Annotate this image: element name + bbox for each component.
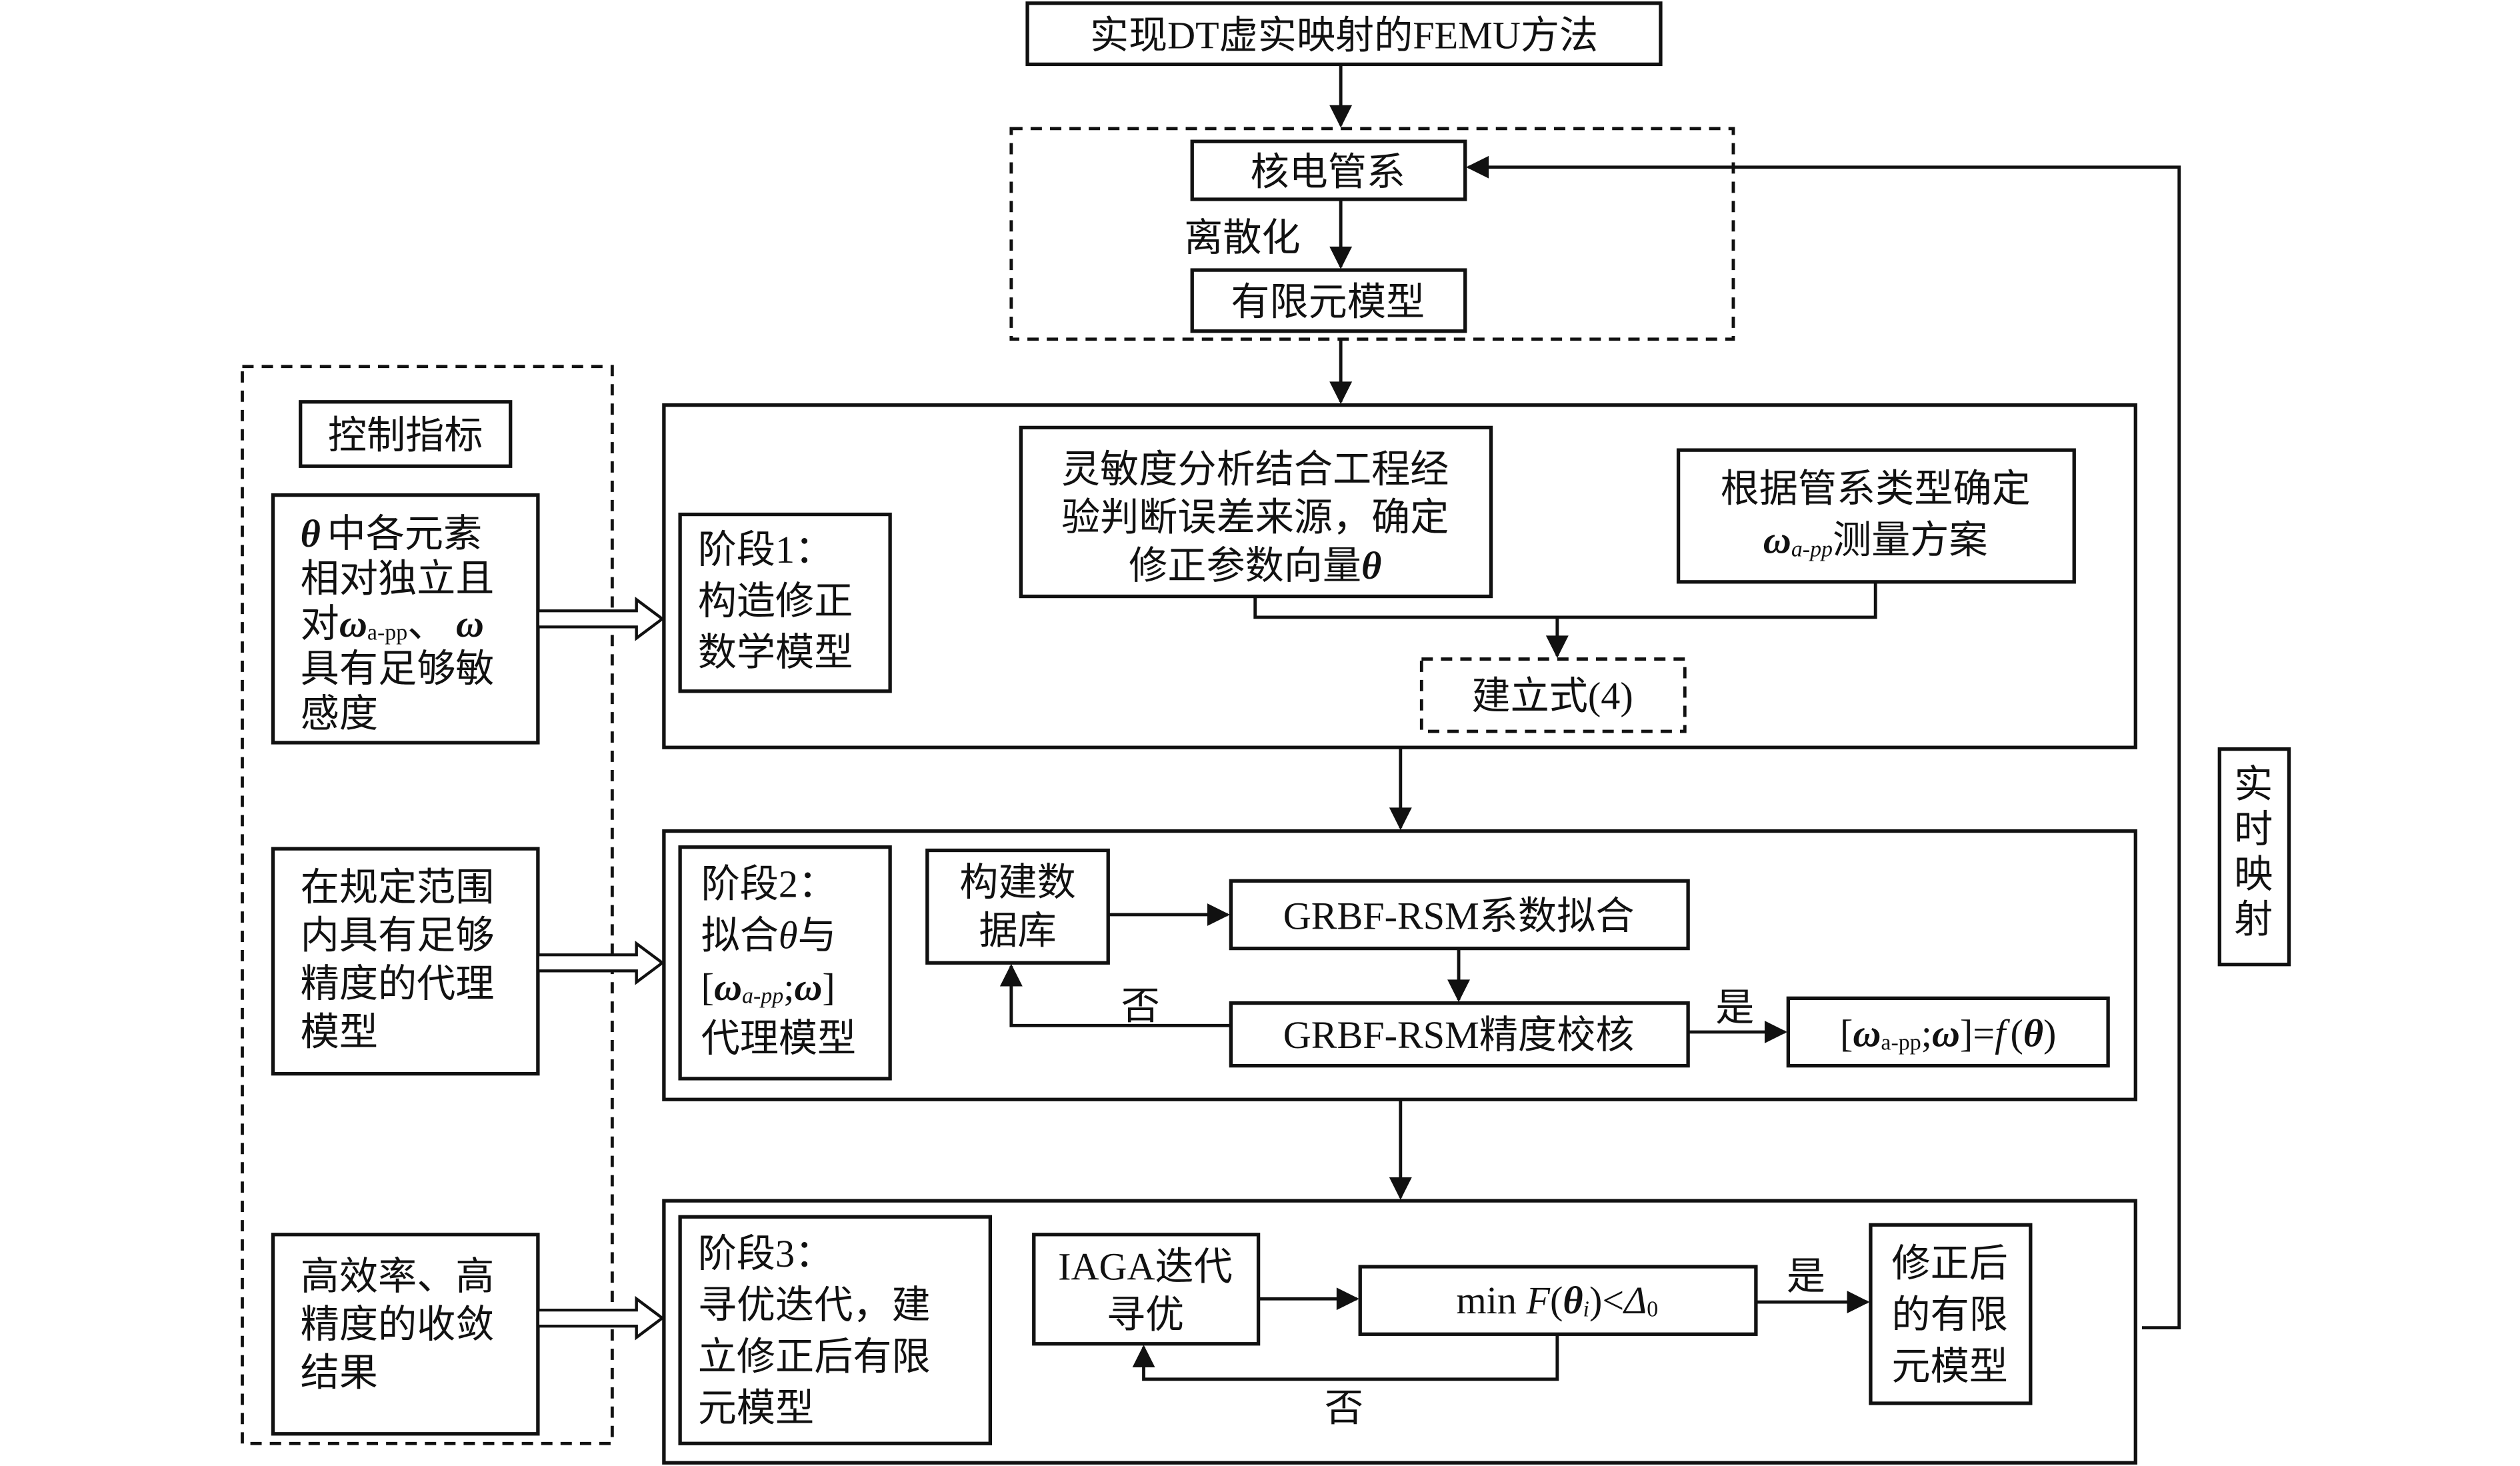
merge-connector: [1253, 581, 1877, 619]
stage3-yes-label: 是: [1787, 1255, 1825, 1298]
build-database-node: 构建数 据库: [925, 848, 1110, 965]
control-item3-line1: 高效率、高: [301, 1255, 495, 1298]
updated-fem-line3: 元模型: [1891, 1345, 2007, 1388]
realtime-char2: 时: [2234, 808, 2273, 851]
control-item3-line3: 结果: [301, 1351, 378, 1395]
grbf-check-node: GRBF-RSM精度校核: [1229, 1001, 1690, 1068]
control-item2-line4: 模型: [301, 1010, 378, 1053]
iaga-optimization-node: IAGA迭代 寻优: [1032, 1233, 1261, 1346]
control-item-convergence: 高效率、高 精度的收敛 结果: [271, 1233, 540, 1436]
stage1-label-line3: 数学模型: [698, 631, 853, 674]
title-node: 实现DT虚实映射的FEMU方法: [1025, 1, 1663, 67]
sensitivity-analysis-node: 灵敏度分析结合工程经 验判断误差来源，确定 修正参数向量θ: [1019, 425, 1493, 599]
control-header-node: 控制指标: [299, 400, 513, 468]
updated-fem-line2: 的有限: [1891, 1293, 2007, 1337]
stage3-no-label: 否: [1325, 1387, 1363, 1430]
condition-text: min F(θi)<Δ0: [1456, 1279, 1658, 1322]
control-item2-line2: 内具有足够: [301, 914, 495, 957]
control-item-surrogate: 在规定范围 内具有足够 精度的代理 模型: [271, 847, 540, 1076]
stage2-label-node: 阶段2： 拟合θ与 [ωa-pp;ω] 代理模型: [678, 845, 892, 1081]
stage3-label-line2: 寻优迭代，建: [698, 1283, 931, 1327]
realtime-mapping-loop: [1466, 155, 2181, 1330]
control-header-text: 控制指标: [328, 414, 483, 457]
measurement-line2: ωa-pp测量方案: [1763, 519, 1988, 562]
stage3-label-line1: 阶段3：: [698, 1232, 834, 1275]
stage1-label-line2: 构造修正: [698, 579, 853, 623]
stage3-label-line3: 立修正后有限: [698, 1335, 931, 1378]
hollow-arrow-stage2: [536, 941, 665, 985]
equation4-text: 建立式(4): [1471, 674, 1633, 717]
stage2-no-label: 否: [1121, 985, 1160, 1028]
grbf-fit-text: GRBF-RSM系数拟合: [1283, 895, 1635, 938]
stage1-label-line1: 阶段1：: [698, 528, 834, 571]
iaga-line2: 寻优: [1107, 1293, 1184, 1337]
stage2-yes-label: 是: [1715, 986, 1754, 1029]
stage2-label-line3: [ωa-pp;ω]: [701, 965, 835, 1009]
control-item1-line3: 对ωa-pp、ω: [301, 602, 484, 645]
hollow-arrow-stage3: [536, 1295, 665, 1341]
realtime-char4: 射: [2234, 898, 2273, 941]
control-item1-line5: 感度: [301, 692, 378, 735]
realtime-char1: 实: [2234, 763, 2273, 806]
control-item2-line3: 精度的代理: [301, 962, 495, 1005]
realtime-mapping-node: 实 时 映 射: [2217, 747, 2291, 967]
grbf-check-text: GRBF-RSM精度校核: [1283, 1013, 1635, 1057]
fem-model-text: 有限元模型: [1231, 281, 1425, 324]
sensitivity-line3: 修正参数向量θ: [1129, 544, 1381, 587]
arrow-check-no-to-db: [999, 963, 1231, 1027]
control-item1-line2: 相对独立且: [301, 557, 495, 600]
control-item1-line4: 具有足够敏: [301, 647, 495, 690]
measurement-plan-node: 根据管系类型确定 ωa-pp测量方案: [1676, 448, 2076, 584]
stage3-label-node: 阶段3： 寻优迭代，建 立修正后有限 元模型: [678, 1215, 993, 1445]
control-item2-line1: 在规定范围: [301, 865, 495, 909]
discretize-label: 离散化: [1184, 216, 1300, 259]
iaga-line1: IAGA迭代: [1058, 1245, 1233, 1288]
surrogate-result-text: [ωa-pp;ω]=f(θ): [1840, 1012, 2056, 1055]
pipe-system-text: 核电管系: [1250, 150, 1405, 193]
database-line1: 构建数: [959, 861, 1075, 904]
stage2-label-line2: 拟合θ与: [701, 914, 837, 957]
pipe-system-node: 核电管系: [1190, 139, 1467, 201]
updated-fem-line1: 修正后: [1891, 1242, 2007, 1285]
surrogate-result-node: [ωa-pp;ω]=f(θ): [1786, 996, 2110, 1068]
realtime-char3: 映: [2234, 853, 2273, 896]
arrow-cond-no-to-iaga: [1132, 1334, 1559, 1381]
fem-model-node: 有限元模型: [1190, 268, 1467, 333]
stage1-label-node: 阶段1： 构造修正 数学模型: [678, 512, 892, 693]
title-text: 实现DT虚实映射的FEMU方法: [1090, 13, 1598, 57]
equation4-node: 建立式(4): [1419, 657, 1687, 733]
convergence-condition-node: min F(θi)<Δ0: [1358, 1265, 1758, 1336]
database-line2: 据库: [979, 909, 1056, 952]
stage2-label-line4: 代理模型: [701, 1017, 857, 1060]
grbf-fit-node: GRBF-RSM系数拟合: [1229, 879, 1690, 951]
updated-fem-model-node: 修正后 的有限 元模型: [1869, 1223, 2033, 1405]
measurement-line1: 根据管系类型确定: [1721, 467, 2031, 510]
stage3-label-line4: 元模型: [698, 1387, 814, 1430]
control-item3-line2: 精度的收敛: [301, 1303, 495, 1346]
stage2-label-line1: 阶段2：: [701, 863, 837, 906]
sensitivity-line2: 验判断误差来源，确定: [1061, 496, 1449, 539]
hollow-arrow-stage1: [536, 597, 665, 641]
sensitivity-line1: 灵敏度分析结合工程经: [1061, 447, 1449, 491]
